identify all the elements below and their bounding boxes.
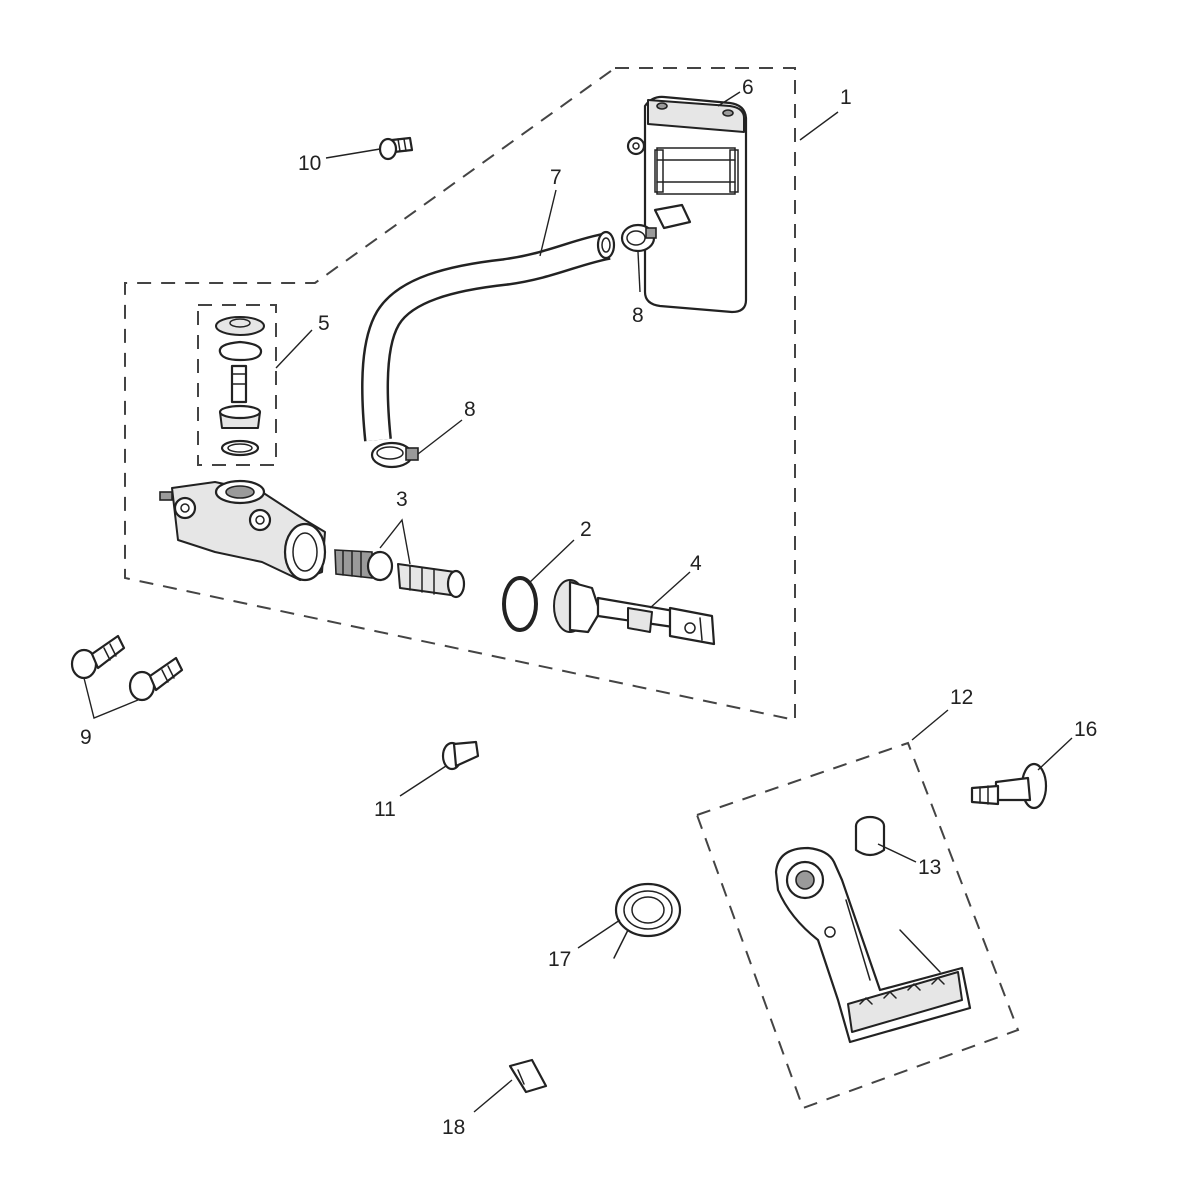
callout-5: 5 [318, 312, 330, 335]
callout-10: 10 [298, 152, 321, 175]
callout-12: 12 [950, 686, 973, 709]
callout-8-lower: 8 [464, 398, 476, 421]
master-cylinder-body [159, 479, 327, 582]
callout-6: 6 [742, 76, 754, 99]
callout-13: 13 [918, 856, 941, 879]
callout-18: 18 [442, 1116, 465, 1139]
leader-lines [83, 91, 1073, 1113]
callout-11: 11 [374, 798, 396, 821]
circlip [502, 576, 538, 632]
bolt-10 [378, 136, 414, 161]
bolt-9-lower [128, 656, 184, 702]
callout-8-upper: 8 [632, 304, 644, 327]
fluid-reservoir [626, 95, 748, 314]
seal-kit [215, 316, 265, 457]
pedal-assembly-boundary [695, 741, 1020, 1110]
hose-clip-lower [370, 441, 419, 469]
shoulder-bolt [970, 762, 1048, 810]
piston-spring-set [334, 549, 466, 599]
return-spring [613, 882, 682, 959]
fluid-hose [361, 230, 616, 442]
callout-1: 1 [840, 86, 852, 109]
hose-clip-upper [620, 223, 657, 253]
bolt-9-upper [70, 634, 126, 680]
clip-18 [508, 1058, 548, 1094]
callout-3: 3 [396, 488, 408, 511]
callout-9: 9 [80, 726, 92, 749]
callout-7: 7 [550, 166, 562, 189]
callout-2: 2 [580, 518, 592, 541]
seal-kit-boundary [197, 304, 277, 466]
callout-16: 16 [1074, 718, 1097, 741]
brake-pedal [774, 846, 972, 1044]
push-rod [553, 579, 716, 646]
callout-17: 17 [548, 948, 571, 971]
pin-11 [441, 740, 480, 771]
pivot-bush [854, 815, 886, 857]
master-cylinder-assembly-boundary [124, 67, 796, 722]
callout-4: 4 [690, 552, 702, 575]
